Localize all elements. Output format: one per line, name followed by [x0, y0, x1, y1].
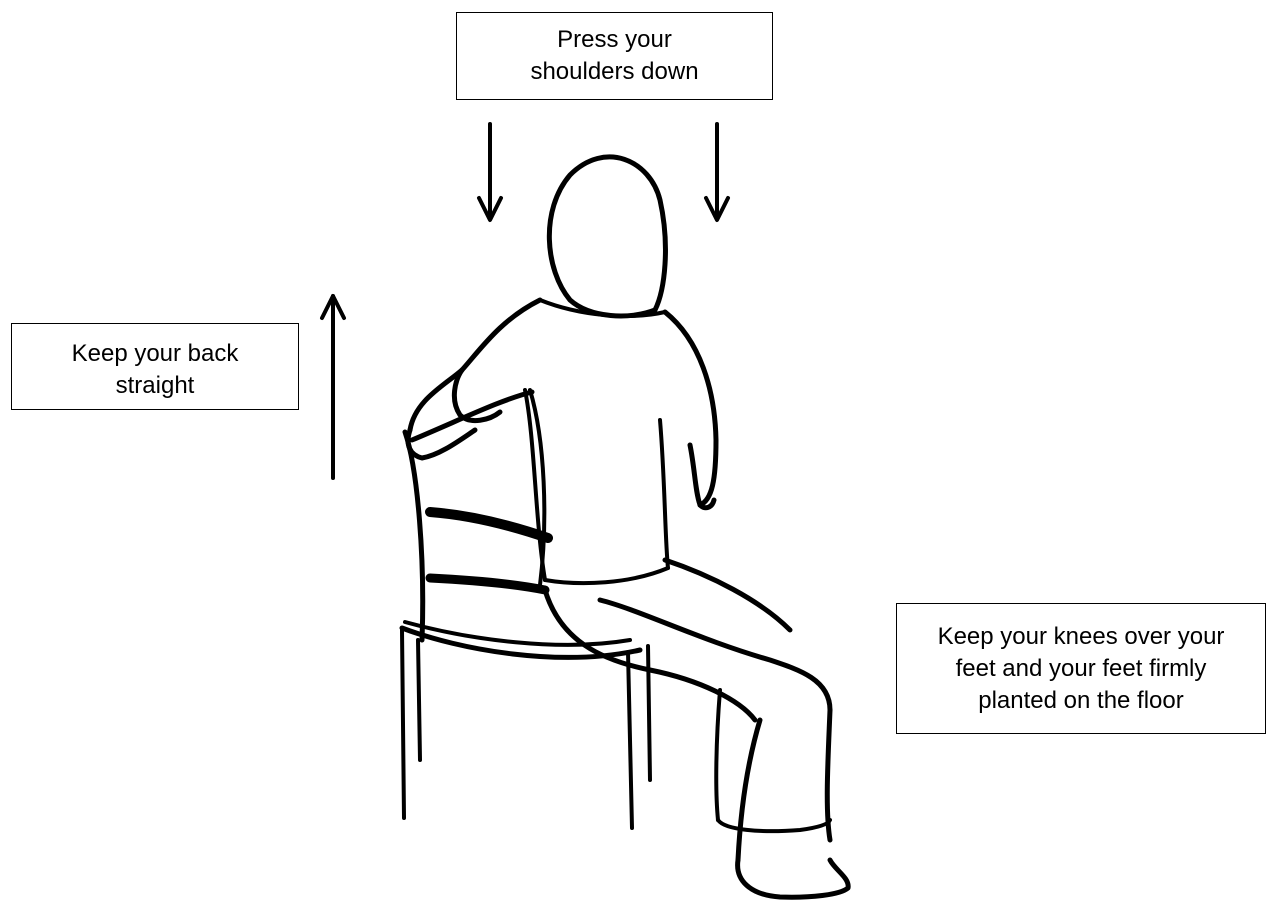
callout-knees-line-3: planted on the floor	[978, 685, 1184, 717]
callout-press-shoulders-down: Press your shoulders down	[456, 12, 773, 100]
callout-back-line-1: Keep your back	[72, 338, 239, 370]
callout-back-line-2: straight	[116, 370, 195, 402]
person-drawing	[408, 157, 848, 897]
callout-keep-back-straight: Keep your back straight	[11, 323, 299, 410]
callout-knees-line-1: Keep your knees over your	[938, 621, 1225, 653]
chair-drawing	[402, 390, 790, 828]
callout-shoulders-line-2: shoulders down	[530, 56, 698, 88]
callout-shoulders-line-1: Press your	[557, 24, 672, 56]
shoulder-arrow-left-icon	[479, 124, 501, 220]
callout-knees-line-2: feet and your feet firmly	[956, 653, 1207, 685]
back-straight-arrow-up-icon	[322, 296, 344, 478]
callout-knees-over-feet: Keep your knees over your feet and your …	[896, 603, 1266, 734]
shoulder-arrow-right-icon	[706, 124, 728, 220]
